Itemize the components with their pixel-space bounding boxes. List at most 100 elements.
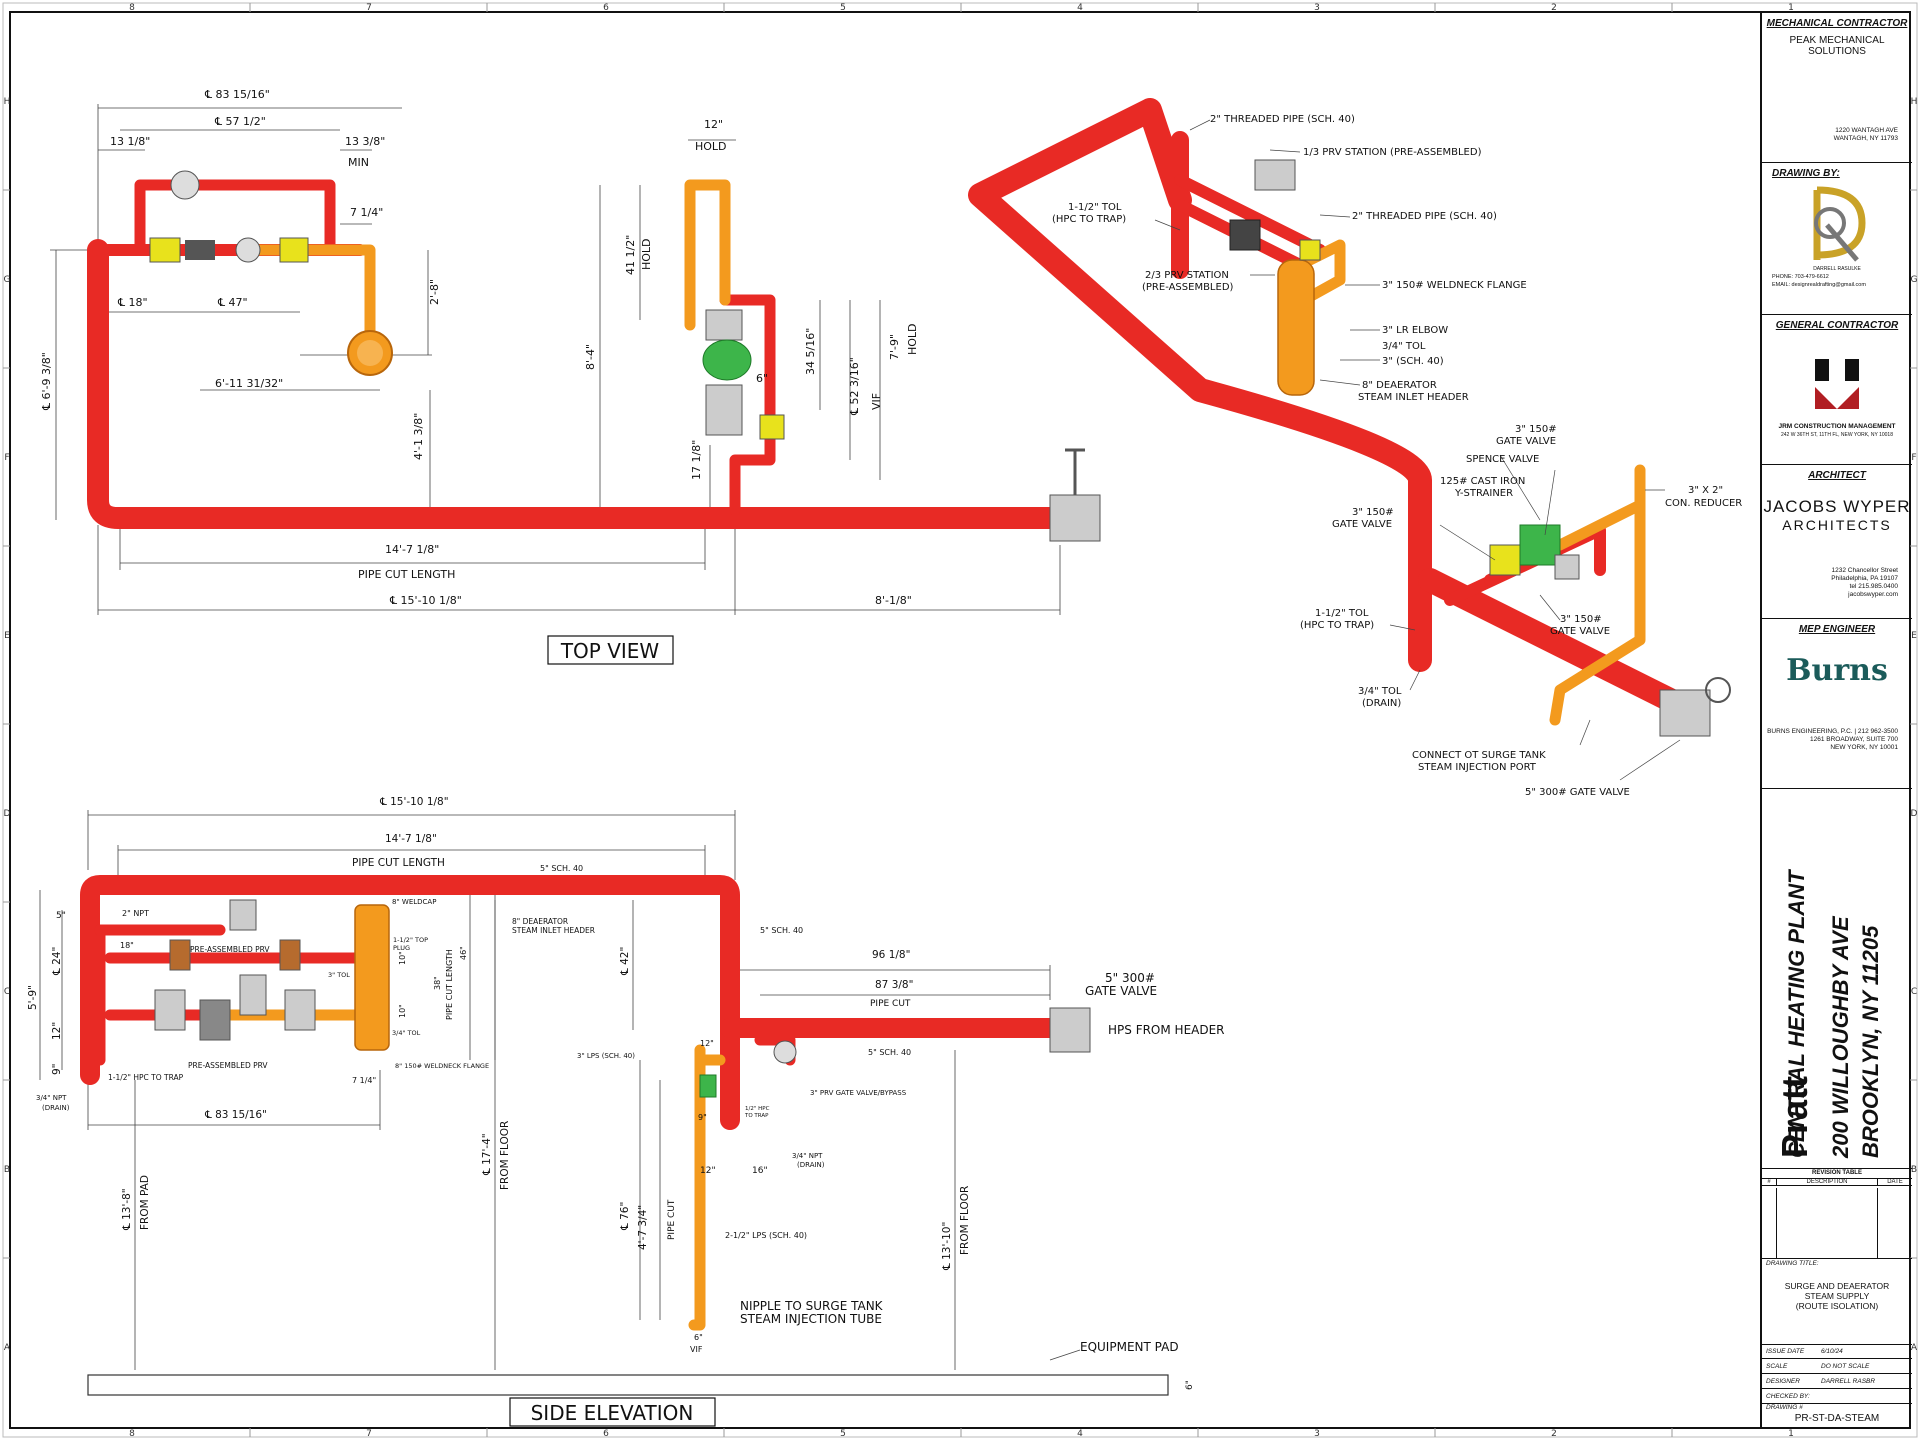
top-view-dim-lines (50, 104, 1061, 615)
dim-weldcap: 8" WELDCAP (392, 898, 436, 906)
row-label: D (1911, 809, 1918, 819)
dim-tol3: 3" TOL (328, 971, 350, 979)
gc-heading: GENERAL CONTRACTOR (1775, 320, 1899, 331)
gc-name: JRM CONSTRUCTION MANAGEMENT (1778, 423, 1896, 430)
dim-vif: VIF (870, 393, 883, 410)
dim-hpc2: 1/2" HPC (745, 1106, 770, 1112)
col-label: 4 (1077, 1429, 1083, 1439)
iso-label: 8" DEAERATOR (1362, 380, 1437, 391)
dim-7: 7 1/4" (350, 206, 383, 219)
dim-96: 96 1/8" (872, 949, 910, 961)
dim-1310: ℄ 13'-10" (941, 1222, 953, 1271)
tb-architect: ARCHITECT JACOBS WYPER ARCHITECTS 1232 C… (1762, 464, 1912, 619)
dim-87: 87 3/8" (875, 979, 913, 991)
iso-label: 3" X 2" (1688, 485, 1723, 496)
dim-npt34: 3/4" NPT (36, 1094, 67, 1102)
iso-label: GATE VALVE (1496, 436, 1556, 447)
iso-label: (HPC TO TRAP) (1052, 214, 1126, 225)
iso-label: 1-1/2" TOL (1315, 608, 1369, 619)
iso-label: CONNECT OT SURGE TANK (1412, 750, 1546, 761)
iso-leaders (1154, 119, 1681, 781)
strainer-icon (185, 240, 215, 260)
arch-addr2: Philadelphia, PA 19107 (1831, 575, 1898, 582)
tol-icon (699, 1074, 717, 1098)
tb-revision: REVISION TABLE # DESCRIPTION DATE (1762, 1168, 1912, 1259)
dim-deah2: STEAM INLET HEADER (512, 926, 595, 935)
burns-logo: Burns (1786, 653, 1888, 688)
revision-header: # DESCRIPTION DATE (1762, 1178, 1912, 1186)
dim-41: 4'-1 3/8" (412, 413, 425, 460)
iso-label: 2" THREADED PIPE (SCH. 40) (1352, 211, 1497, 222)
iso-label: 3" (SCH. 40) (1382, 356, 1444, 367)
dim-d47: 4'-7 3/4" (637, 1205, 649, 1250)
dim-pipecut: PIPE CUT (870, 999, 911, 1009)
dim-79: 7'-9" (888, 334, 901, 360)
sheet-border (9, 11, 1911, 1429)
tb-project: Pratt CENTRAL HEATING PLANT 200 WILLOUGH… (1762, 788, 1912, 1169)
dim-nip2: STEAM INJECTION TUBE (740, 1312, 882, 1326)
gate-valve-icon (705, 309, 743, 341)
dim-npt2: 2" NPT (122, 909, 149, 918)
dim-52: ℄ 52 3/16" (848, 357, 861, 416)
dim-76: ℄ 76" (619, 1202, 631, 1231)
mep-addr2: 1261 BROADWAY, SUITE 700 (1809, 736, 1898, 743)
gate-valve-icon (279, 939, 301, 971)
row-label: A (4, 1343, 11, 1353)
iso-label: 3" 150# (1560, 614, 1602, 625)
scale-value: DO NOT SCALE (1821, 1362, 1870, 1370)
iso-label: 125# CAST IRON (1440, 476, 1525, 487)
dim-1510: ℄ 15'-10 1/8" (379, 796, 449, 808)
scale-label: SCALE (1766, 1362, 1788, 1370)
dim-59: 5'-9" (27, 985, 39, 1010)
row-label: C (1911, 987, 1917, 997)
col-label: 2 (1551, 1429, 1557, 1439)
gate-valve-icon (279, 237, 309, 263)
side-elevation-title-box (509, 1397, 716, 1427)
iso-label: 2/3 PRV STATION (1145, 270, 1229, 281)
dim-cl83: ℄ 83 15/16" (204, 1109, 267, 1121)
dim-nip1: NIPPLE TO SURGE TANK (740, 1299, 884, 1313)
iso-label: (DRAIN) (1362, 698, 1401, 709)
grid-labels: 8 7 6 5 4 3 2 1 8 7 6 5 4 3 2 1 H G F E … (4, 3, 1918, 1439)
top-view: ℄ 83 15/16" ℄ 57 1/2" 13 1/8" 13 3/8" MI… (40, 88, 1101, 665)
row-label: B (1911, 1165, 1917, 1175)
top-view-valves (149, 170, 1101, 542)
side-elevation: ℄ 15'-10 1/8" 14'-7 1/8" PIPE CUT LENGTH… (27, 796, 1225, 1427)
dim-13a: 13 1/8" (110, 135, 150, 148)
jrm-logo-icon (1815, 359, 1859, 409)
dim-wnf: 8" 150# WELDNECK FLANGE (395, 1062, 489, 1070)
row-label: H (1911, 97, 1918, 107)
dim-pcl: PIPE CUT LENGTH (352, 857, 445, 869)
dim-fromfloor: FROM FLOOR (499, 1121, 511, 1190)
dim-18: ℄ 18" (117, 296, 148, 309)
issue-label: ISSUE DATE (1766, 1347, 1805, 1355)
top-view-orange-pipe (244, 179, 731, 356)
gate-valve-icon (759, 414, 785, 440)
iso-label: CON. REDUCER (1665, 498, 1742, 509)
col-label: 6 (603, 1429, 609, 1439)
spence-valve-icon (702, 339, 752, 381)
iso-label: 1/3 PRV STATION (PRE-ASSEMBLED) (1303, 147, 1482, 158)
prv-icon (235, 237, 261, 263)
iso-label: 3" 150# (1352, 507, 1394, 518)
col-label: 4 (1077, 3, 1083, 13)
dim-pcl: PIPE CUT LENGTH (358, 568, 455, 581)
dim-gv5b: GATE VALVE (1085, 984, 1157, 998)
rev-col: # (1762, 1179, 1777, 1185)
iso-label: 3" 150# (1515, 424, 1557, 435)
tb-mechanical: MECHANICAL CONTRACTOR PEAK MECHANICAL SO… (1762, 12, 1912, 163)
iso-label: 3/4" TOL (1382, 341, 1426, 352)
dim-pre1: PRE-ASSEMBLED PRV (190, 945, 270, 954)
dim-5: 5" (56, 911, 66, 921)
project-block: Pratt CENTRAL HEATING PLANT 200 WILLOUGH… (1762, 788, 1902, 1168)
dim-sch5c: 5" SCH. 40 (868, 1048, 911, 1057)
dim-cl83: ℄ 83 15/16" (204, 88, 270, 101)
dim-frompad: FROM PAD (139, 1175, 151, 1230)
gate-valve-icon (154, 989, 186, 1031)
dim-42: ℄ 42" (619, 947, 631, 976)
prv-icon (170, 170, 200, 200)
dim-24: ℄ 24" (51, 947, 63, 976)
row-label: F (1911, 453, 1916, 463)
dim-1510: ℄ 15'-10 1/8" (389, 594, 462, 607)
